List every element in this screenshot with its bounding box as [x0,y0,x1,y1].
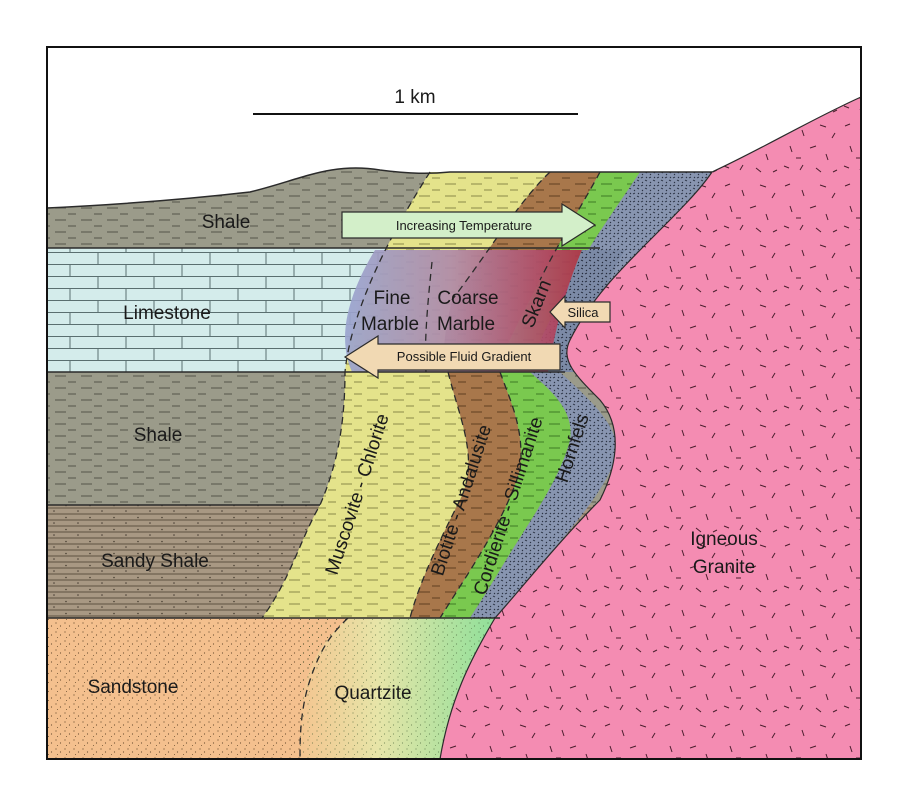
label-shale-mid: Shale [134,425,183,446]
muscovite-chlorite-zone [262,172,550,618]
label-coarse-marble-1: Coarse [437,288,498,309]
label-fine-marble-2: Marble [361,314,419,335]
fluid-gradient-arrow-label: Possible Fluid Gradient [397,349,532,364]
silica-arrow-label: Silica [567,305,599,320]
temperature-arrow-label: Increasing Temperature [396,218,532,233]
silica-arrow: Silica [549,294,611,330]
label-limestone: Limestone [123,303,211,324]
label-sandstone: Sandstone [88,677,179,698]
fluid-gradient-arrow: Possible Fluid Gradient [343,334,561,380]
label-quartzite: Quartzite [334,683,411,704]
biotite-andalusite-zone [410,172,600,618]
diagram-frame [46,46,862,760]
marble-zone [345,250,582,372]
temperature-arrow: Increasing Temperature [341,202,597,248]
label-sandy-shale: Sandy Shale [101,551,209,572]
boundary-lines [46,167,712,619]
label-granite-line2: Granite [693,557,755,578]
label-granite-line1: Igneous [690,529,758,550]
label-fine-marble-1: Fine [374,288,411,309]
scale-bar-label: 1 km [394,87,435,108]
label-coarse-marble-2: Marble [437,314,495,335]
label-shale-top: Shale [202,212,251,233]
cordierite-sillimanite-zone [440,172,640,618]
